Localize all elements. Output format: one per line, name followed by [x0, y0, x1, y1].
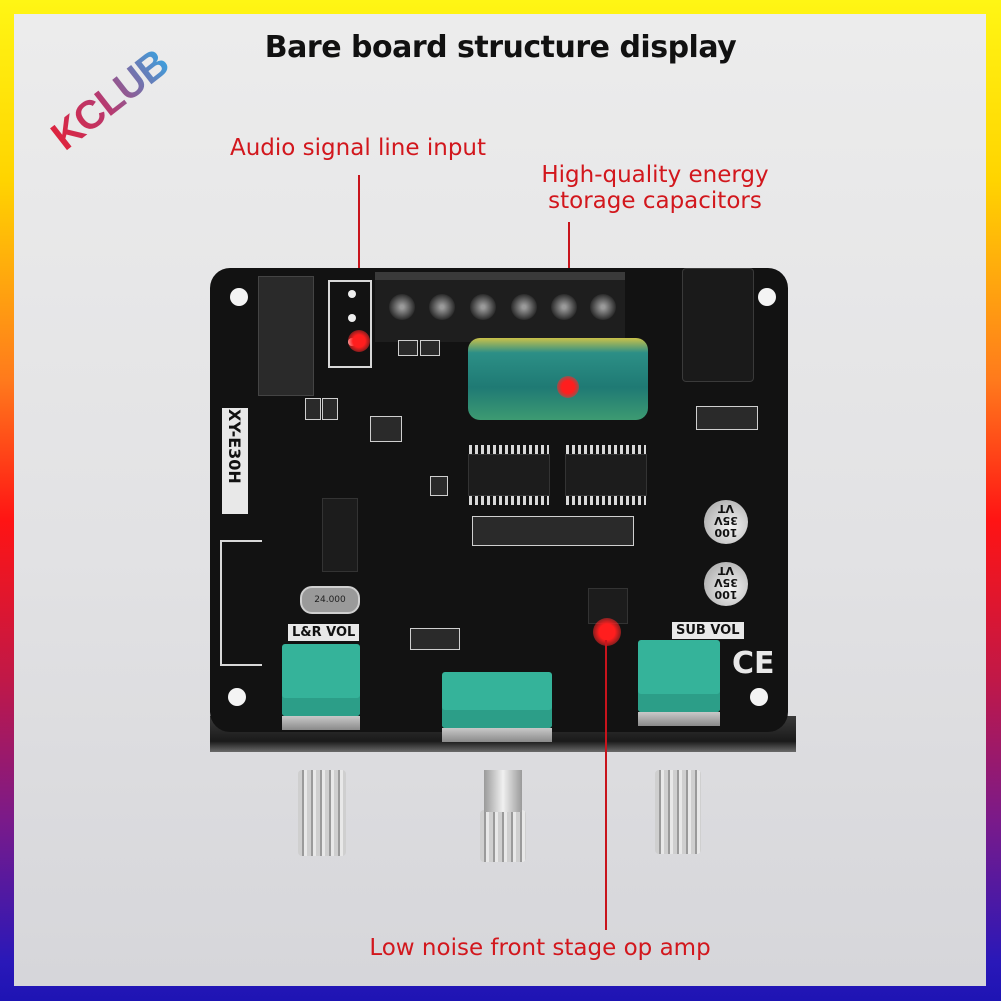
terminal-screw — [590, 294, 616, 320]
annotation-line-audio — [358, 175, 360, 340]
ce-mark: CE — [732, 646, 775, 681]
bluetooth-chip — [322, 498, 358, 572]
smd-component — [430, 476, 448, 496]
smd-component — [398, 340, 418, 356]
pin-header — [328, 280, 372, 368]
annotation-capacitors-line1: High-quality energy — [541, 162, 769, 188]
terminal-screw — [551, 294, 577, 320]
amplifier-chip — [468, 445, 550, 505]
sub-volume-knob[interactable] — [655, 770, 701, 854]
diode — [696, 406, 758, 430]
smd-component-array — [410, 628, 460, 650]
marker-audio-input — [348, 330, 370, 352]
tone-knob[interactable] — [480, 810, 526, 862]
smd-component — [420, 340, 440, 356]
tone-knob-shaft — [484, 770, 522, 812]
lr-volume-knob[interactable] — [298, 770, 346, 856]
annotation-capacitors-line2: storage capacitors — [548, 188, 762, 214]
marker-capacitors — [557, 376, 579, 398]
terminal-screw — [470, 294, 496, 320]
sub-volume-potentiometer[interactable] — [638, 640, 720, 726]
mount-hole — [758, 288, 776, 306]
energy-storage-capacitor — [468, 338, 648, 420]
electrolytic-capacitor: 100 35V VT — [704, 500, 748, 544]
annotation-line-op-amp — [605, 640, 607, 930]
model-label: XY-E30H — [222, 408, 248, 514]
page-title: Bare board structure display — [264, 30, 737, 65]
smd-component-array — [472, 516, 634, 546]
electrolytic-capacitor: 100 35V VT — [704, 562, 748, 606]
audio-jack — [258, 276, 314, 396]
sub-vol-label: SUB VOL — [672, 622, 744, 639]
terminal-screw — [429, 294, 455, 320]
annotation-capacitors: High-quality energy storage capacitors — [525, 162, 785, 214]
pcb-board: XY-E30H 24.000 100 35V VT 100 35V VT L&R… — [210, 268, 788, 742]
lr-volume-potentiometer[interactable] — [282, 644, 360, 730]
terminal-block — [375, 272, 625, 342]
mount-hole — [228, 688, 246, 706]
mount-hole — [230, 288, 248, 306]
mount-hole — [750, 688, 768, 706]
dc-power-jack — [682, 268, 754, 382]
marker-op-amp — [593, 618, 621, 646]
treble-bass-potentiometer[interactable] — [442, 672, 552, 742]
terminal-screw — [389, 294, 415, 320]
terminal-screw — [511, 294, 537, 320]
voltage-regulator — [370, 416, 402, 442]
smd-component — [322, 398, 338, 420]
crystal-oscillator: 24.000 — [300, 586, 360, 614]
annotation-audio-input: Audio signal line input — [230, 135, 487, 161]
pcb-antenna — [220, 540, 262, 666]
smd-component — [305, 398, 321, 420]
lr-vol-label: L&R VOL — [288, 624, 360, 641]
annotation-op-amp: Low noise front stage op amp — [369, 935, 711, 961]
amplifier-chip — [565, 445, 647, 505]
